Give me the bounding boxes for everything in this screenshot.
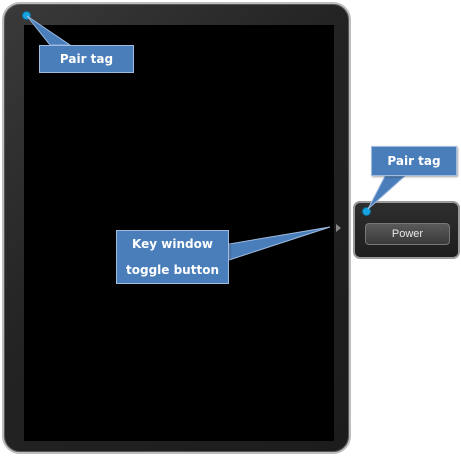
callout-pair-tag-device: Pair tag (39, 45, 134, 73)
callout-toggle-line-1: Key window (132, 237, 213, 251)
callout-pair-tag-key-window: Pair tag (371, 146, 457, 176)
pair-tag-dot-device[interactable] (23, 12, 30, 19)
key-window-toggle-button[interactable] (333, 221, 343, 235)
chevron-right-icon (336, 224, 341, 232)
callout-pair-tag-key-window-label: Pair tag (387, 154, 441, 168)
pair-tag-dot-key-window[interactable] (363, 208, 370, 215)
callout-key-window-toggle: Key window toggle button (116, 230, 229, 284)
callout-toggle-line-2: toggle button (126, 263, 219, 277)
callout-pair-tag-device-label: Pair tag (59, 52, 114, 66)
power-button[interactable]: Power (365, 223, 450, 245)
key-window: Power (353, 201, 460, 259)
